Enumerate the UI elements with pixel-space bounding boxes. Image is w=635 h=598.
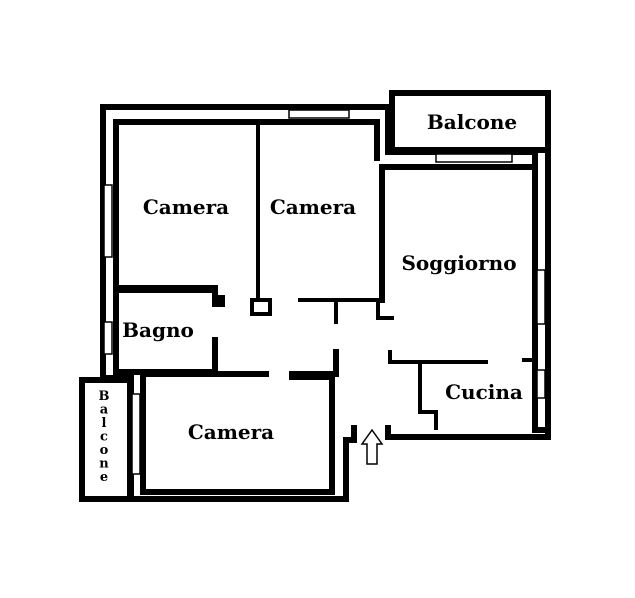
wall-camera-mid-bottom (298, 298, 394, 320)
windows (103, 109, 546, 475)
window-top-camera (288, 109, 350, 119)
window-right-soggiorno (536, 269, 546, 325)
wall-cucina-left (418, 360, 438, 430)
label-soggiorno: Soggiorno (401, 251, 516, 275)
label-balcone-left-letter: o (100, 443, 109, 458)
wall-cucina-top (388, 350, 488, 364)
balcone-left-outline (79, 377, 133, 502)
label-balcone-left: Balcone (99, 389, 110, 485)
label-camera-bottom: Camera (188, 420, 274, 444)
label-camera-top-left: Camera (143, 195, 229, 219)
label-balcone-left-letter: l (102, 416, 107, 431)
wall-corridor-right (289, 349, 339, 377)
outer-wall-right-inner (379, 164, 535, 303)
wall-stub-divider (250, 298, 272, 316)
outer-walls (100, 104, 551, 502)
label-camera-top-mid: Camera (270, 195, 356, 219)
window-left-camera (103, 184, 113, 258)
label-bagno: Bagno (122, 318, 194, 342)
label-balcone-top: Balcone (427, 110, 517, 134)
interior-walls (113, 122, 537, 430)
outer-wall-main (100, 104, 391, 381)
label-balcone-left-letter: c (100, 430, 108, 445)
window-right-cucina (536, 369, 546, 399)
label-balcone-left-letter: B (99, 389, 110, 404)
balcone-top-outline (389, 90, 551, 153)
window-left-bagno (103, 321, 113, 355)
label-balcone-left-letter: a (100, 403, 109, 418)
window-left-camera-bottom (131, 393, 141, 475)
window-balcone-soggiorno (435, 153, 513, 163)
entrance-arrow-icon (360, 428, 384, 465)
label-cucina: Cucina (445, 380, 523, 404)
label-balcone-left-letter: n (99, 457, 109, 472)
label-balcone-left-letter: e (100, 470, 108, 485)
